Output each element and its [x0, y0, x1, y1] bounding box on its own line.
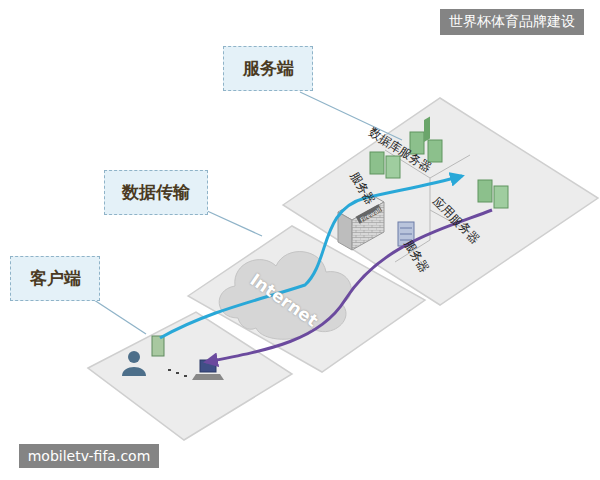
node-text: 数据传输: [122, 181, 190, 204]
firewall-label: Firewall: [358, 205, 381, 222]
node-text: 客户端: [30, 267, 81, 290]
watermark: 世界杯体育品牌建设: [440, 9, 584, 35]
callout-box: 客户端: [10, 256, 100, 301]
node-text: 服务端: [243, 57, 294, 80]
callout-box: 服务端: [223, 46, 313, 91]
node-text: Internet: [246, 269, 322, 330]
server-label: 服务器: [346, 168, 379, 208]
internet-cloud: [219, 252, 351, 340]
cloud-label: Internet: [243, 266, 326, 334]
callout-leaders: [88, 92, 402, 334]
response-flow: [206, 210, 492, 362]
server-label: 应用服务器: [429, 193, 483, 247]
callout-box: 数据传输: [104, 170, 208, 215]
server-label: 数据库服务器: [365, 124, 435, 177]
watermark: mobiletv-fifa.com: [19, 444, 160, 468]
client-icons: [122, 336, 224, 380]
server-label: 服务器: [400, 236, 433, 276]
